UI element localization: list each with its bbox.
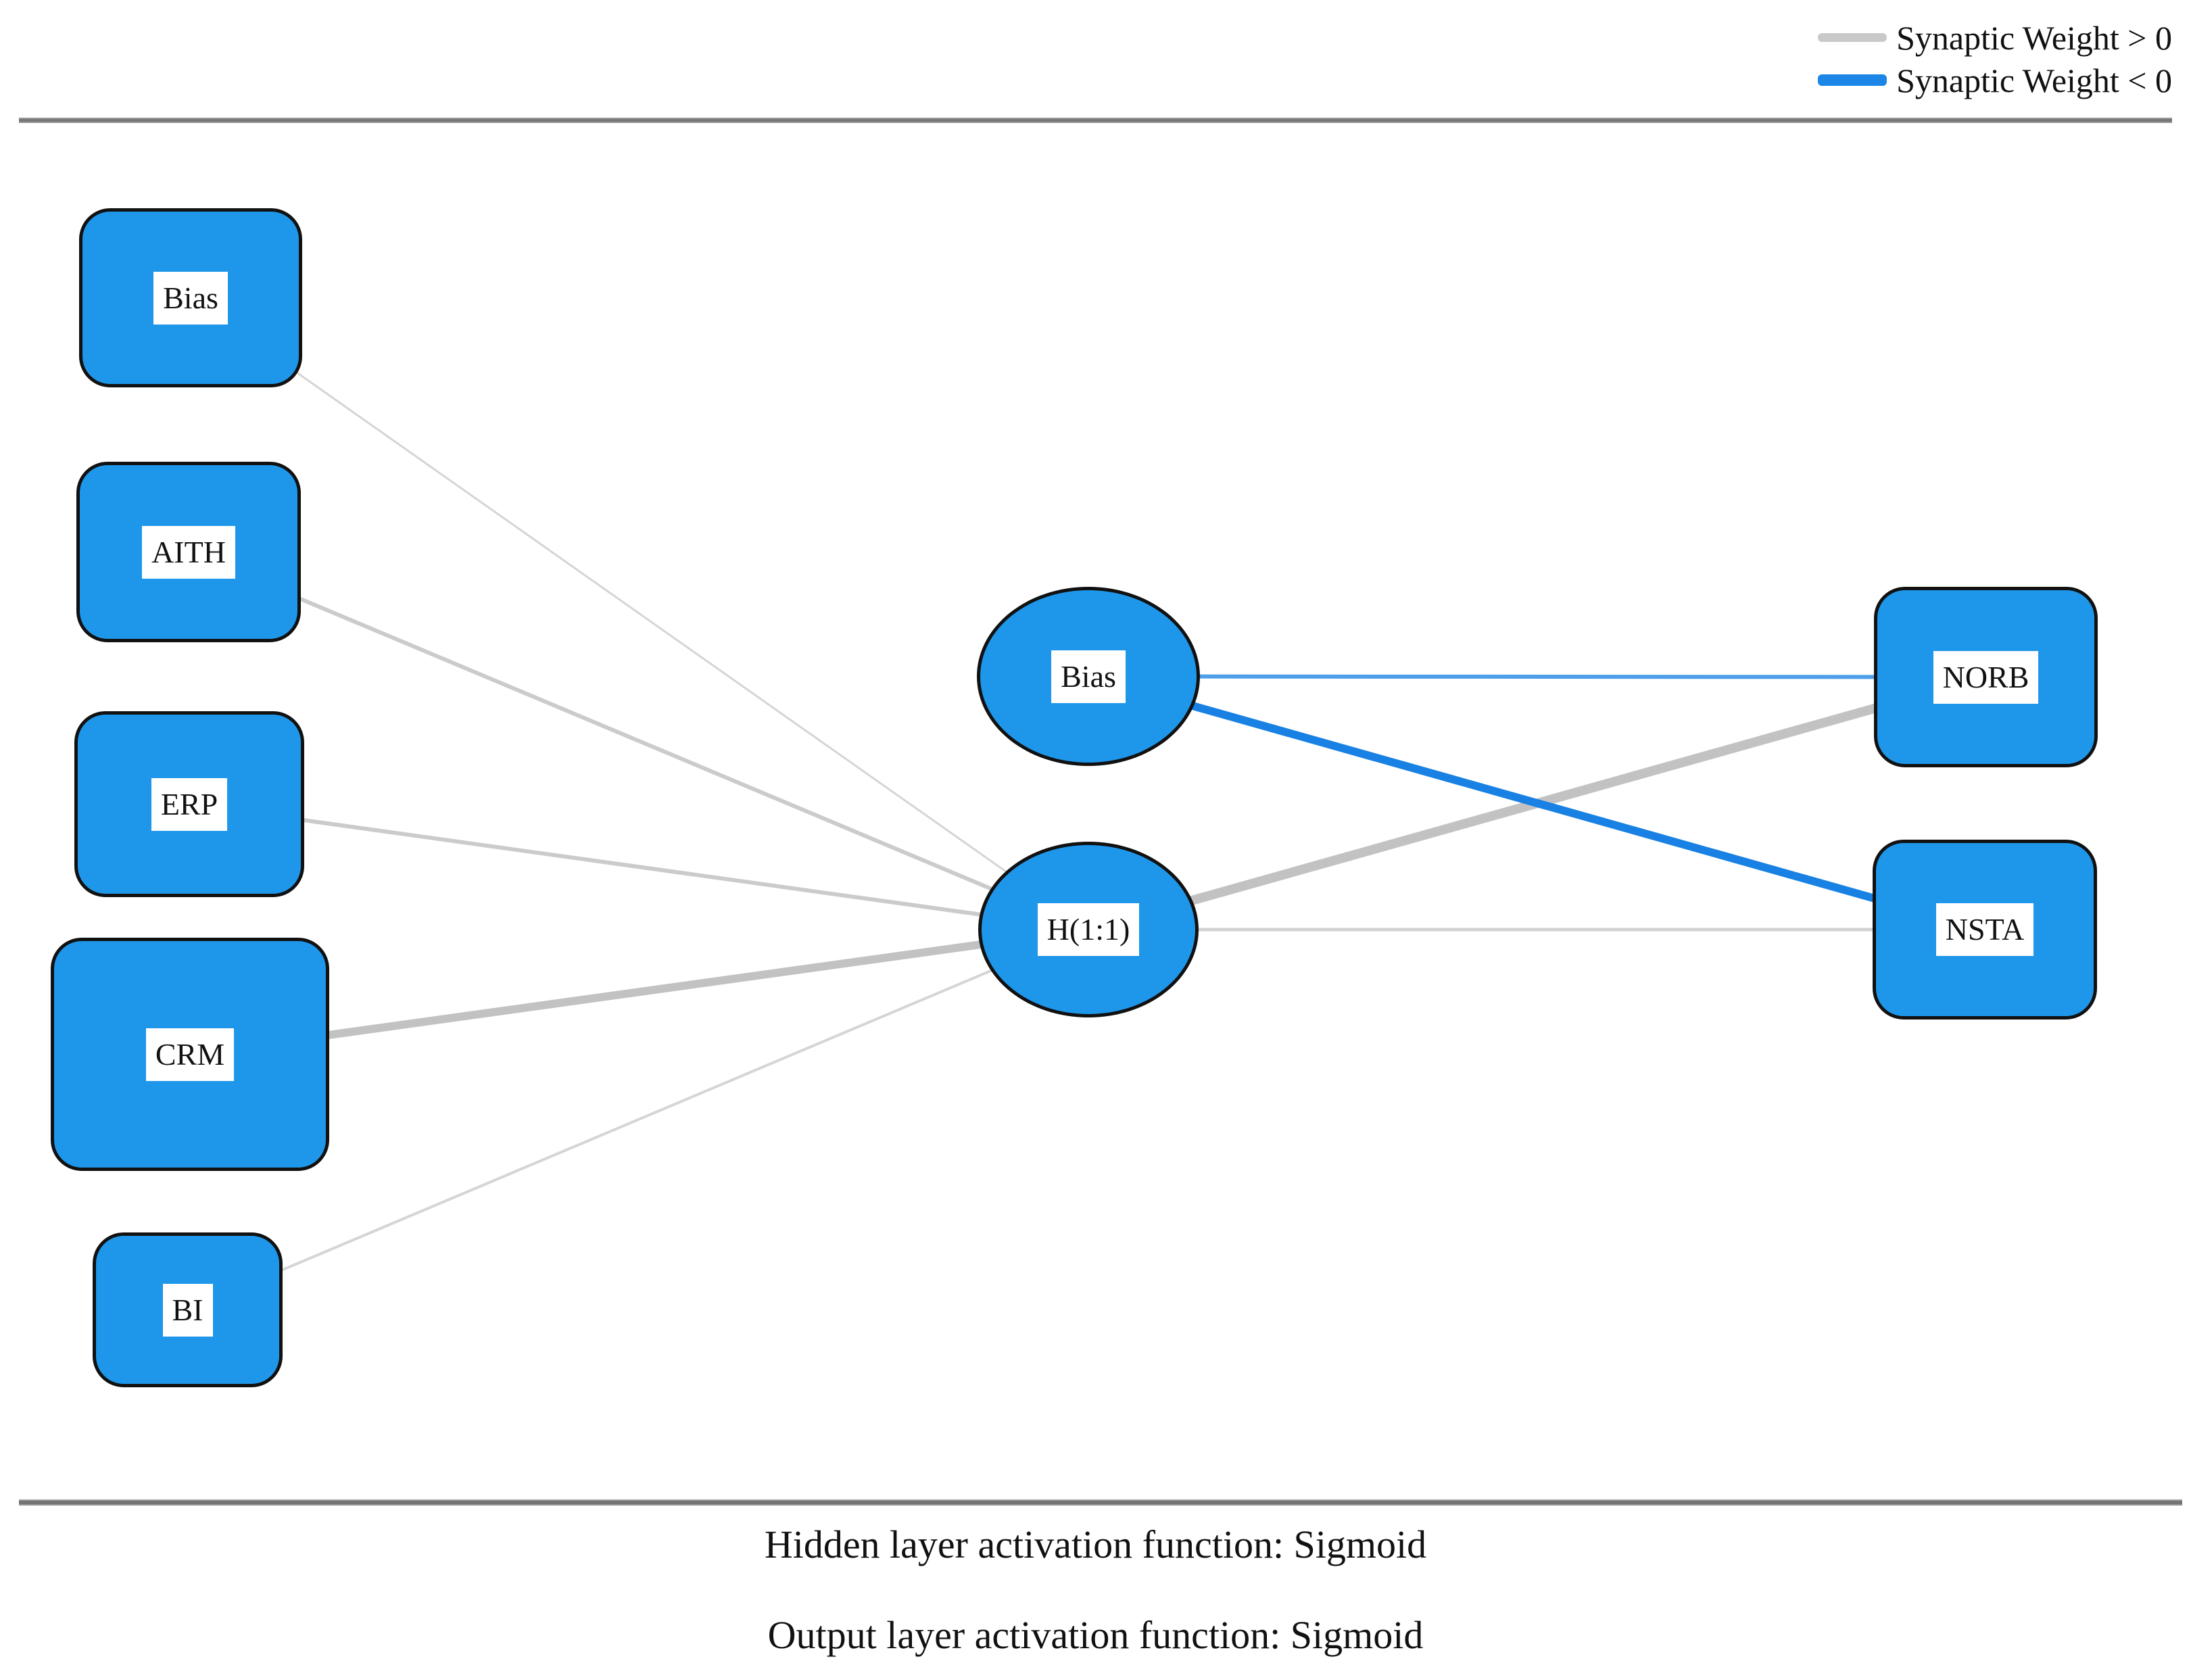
- top-divider: [19, 118, 2172, 123]
- node-label-aith: AITH: [142, 525, 235, 579]
- negative-weight-line-icon: [1818, 74, 1887, 86]
- node-label-erp: ERP: [151, 777, 228, 831]
- edge-input-erp-to-hidden-h11: [187, 802, 1090, 932]
- legend-label-negative: Synaptic Weight < 0: [1896, 61, 2172, 99]
- output-activation-caption: Output layer activation function: Sigmoi…: [767, 1613, 1424, 1657]
- edge-input-bi-to-hidden-h11: [186, 928, 1090, 1312]
- node-label-bias-hidden: Bias: [1051, 650, 1126, 703]
- input-node-crm: CRM: [51, 938, 329, 1171]
- node-label-h11: H(1:1): [1037, 903, 1140, 956]
- node-label-norb: NORB: [1933, 650, 2039, 704]
- edge-input-bias-to-hidden-h11: [189, 297, 1090, 931]
- node-label-bias-input: Bias: [153, 271, 228, 325]
- input-node-bi: BI: [93, 1232, 283, 1387]
- legend: Synaptic Weight > 0 Synaptic Weight < 0: [1818, 16, 2172, 101]
- positive-weight-line-icon: [1818, 33, 1887, 42]
- hidden-node-bias: Bias: [977, 587, 1200, 766]
- node-label-crm: CRM: [145, 1028, 235, 1081]
- edge-hidden-bias-to-output-nsta: [1084, 672, 1989, 934]
- edge-input-aith-to-hidden-h11: [187, 550, 1090, 932]
- bottom-divider: [19, 1499, 2182, 1506]
- node-label-nsta: NSTA: [1935, 903, 2034, 956]
- input-node-bias: Bias: [79, 208, 302, 387]
- edge-input-crm-to-hidden-h11: [186, 926, 1092, 1059]
- output-node-norb: NORB: [1874, 587, 2098, 767]
- output-node-nsta: NSTA: [1873, 840, 2097, 1019]
- legend-row-positive: Synaptic Weight > 0: [1818, 16, 2172, 59]
- input-node-aith: AITH: [76, 462, 301, 642]
- input-node-erp: ERP: [74, 711, 304, 897]
- legend-row-negative: Synaptic Weight < 0: [1818, 59, 2172, 101]
- hidden-activation-caption: Hidden layer activation function: Sigmoi…: [764, 1522, 1427, 1566]
- hidden-node-h11: H(1:1): [978, 842, 1199, 1017]
- legend-label-positive: Synaptic Weight > 0: [1896, 18, 2172, 57]
- node-label-bi: BI: [162, 1283, 213, 1337]
